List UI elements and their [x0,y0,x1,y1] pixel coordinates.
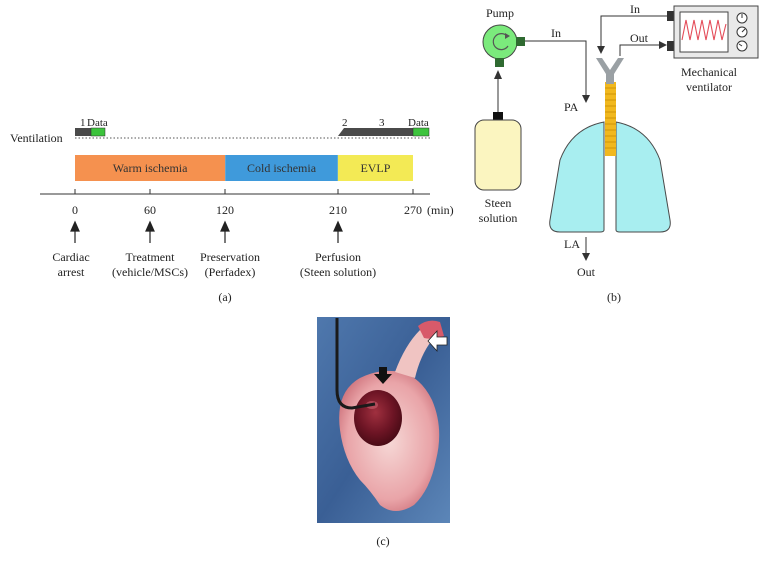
steen-solution-bottle [474,112,522,191]
pa-label: PA [564,100,579,114]
event-arrowhead-treatment [145,220,155,232]
ventilator-label-line2: ventilator [686,80,732,94]
la-out-label: Out [577,265,596,279]
marker-bar-baseline [75,128,91,136]
marker-ramp-2 [338,128,352,136]
event-arrowhead-cardiac [70,220,80,232]
tick-label-0: 0 [72,203,78,217]
lungs-icon [549,121,671,233]
marker-label-data-left: Data [87,117,108,129]
time-unit-label: (min) [427,203,454,217]
marker-bar-data-right [412,127,430,137]
phase-cold-ischemia [225,155,338,181]
steen-label-line1: Steen [485,196,512,210]
ventilator-in-line [600,15,667,50]
marker-label-3: 3 [379,117,385,129]
event-arrowhead-perfusion [333,220,343,232]
pa-arrowhead [582,95,590,103]
marker-label-2: 2 [342,117,348,129]
event-cardiac-line1: Cardiac [52,250,89,264]
phase-label-cold: Cold ischemia [247,161,317,175]
tick-label-210: 210 [329,203,347,217]
white-arrow-icon [427,329,448,353]
y-connector-icon [596,58,624,84]
panel-a-label: (a) [218,290,231,304]
panel-c-photo: (c) [317,317,450,548]
la-label: LA [564,237,580,251]
ventilator-out-line [619,44,660,56]
vessel-end [418,320,444,339]
tick-label-270: 270 [404,203,422,217]
panel-a-timeline: Ventilation 1 Data 2 3 Data Warm ischemi… [10,117,454,304]
event-arrowhead-preservation [220,220,230,232]
marker-label-1: 1 [80,117,86,129]
tick-label-60: 60 [144,203,156,217]
event-perfusion-line1: Perfusion [315,250,361,264]
event-treatment-line1: Treatment [126,250,176,264]
panel-b-label: (b) [607,290,621,304]
ventilator-label-line1: Mechanical [681,65,738,79]
mechanical-ventilator-icon [667,5,759,59]
pump-label: Pump [486,6,514,20]
perfusate-in-label: In [551,26,561,40]
steen-arrowhead [494,70,502,79]
event-preservation-line2: (Perfadex) [205,265,256,279]
la-out-arrowhead [582,253,590,261]
trachea-icon [605,82,616,156]
ventilator-in-arrowhead [597,46,605,54]
steen-label-line2: solution [479,211,518,225]
event-cardiac-line2: arrest [58,265,85,279]
vessel-tissue [395,330,432,378]
event-arrows [70,220,343,243]
ventilator-out-label: Out [630,31,649,45]
phase-evlp [337,155,413,181]
heart [354,390,402,446]
ventilator-in-label: In [630,2,640,16]
panel-c-label: (c) [376,534,389,548]
pump-icon [482,24,525,67]
tick-label-120: 120 [216,203,234,217]
ventilation-label: Ventilation [10,131,63,145]
phase-warm-ischemia [75,155,226,181]
marker-bar-3 [352,128,413,136]
marker-bar-data-left [90,127,106,137]
event-treatment-line2: (vehicle/MSCs) [112,265,188,279]
phase-label-evlp: EVLP [360,161,390,175]
event-preservation-line1: Preservation [200,250,260,264]
marker-label-data-right: Data [408,117,429,129]
event-perfusion-line2: (Steen solution) [300,265,376,279]
ventilator-out-arrowhead [659,41,667,49]
perfusate-line-in [525,40,587,99]
black-arrow-icon [374,367,392,384]
phase-label-warm: Warm ischemia [113,161,188,175]
cannula [335,318,376,410]
panel-b-evlp-circuit: Pump In PA Steen solution [474,2,759,304]
